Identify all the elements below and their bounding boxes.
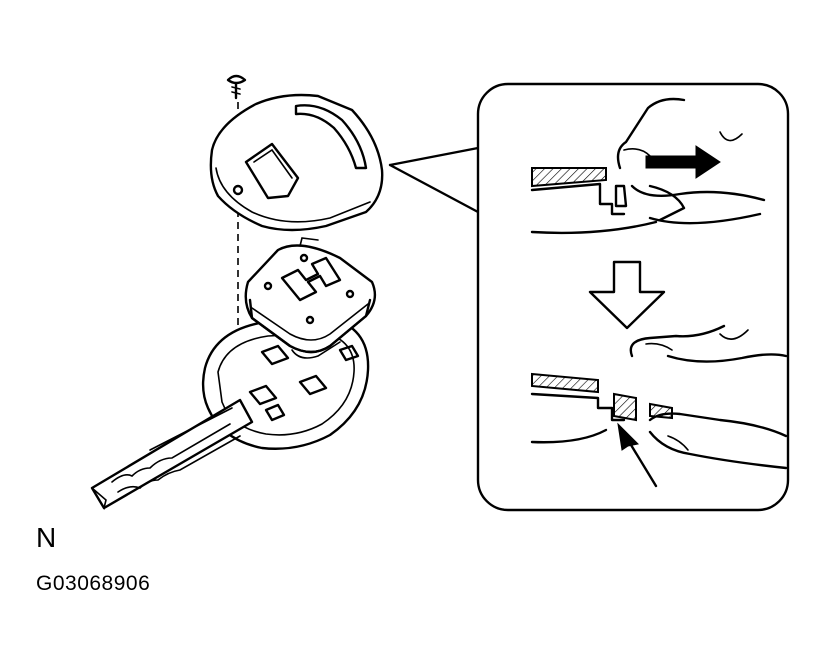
key-blade bbox=[90, 398, 254, 510]
detail-callout bbox=[476, 82, 790, 512]
detail-upper bbox=[530, 97, 766, 235]
pull-arrow bbox=[645, 145, 721, 179]
figure-id: G03068906 bbox=[36, 572, 151, 595]
release-point-arrow bbox=[617, 422, 640, 451]
transmitter bbox=[244, 237, 377, 359]
detail-lower bbox=[530, 324, 788, 488]
step-down-arrow bbox=[588, 260, 666, 330]
orientation-label: N bbox=[36, 522, 57, 553]
callout-pointer bbox=[388, 146, 480, 214]
screw bbox=[226, 74, 247, 100]
key-cover bbox=[209, 93, 384, 232]
